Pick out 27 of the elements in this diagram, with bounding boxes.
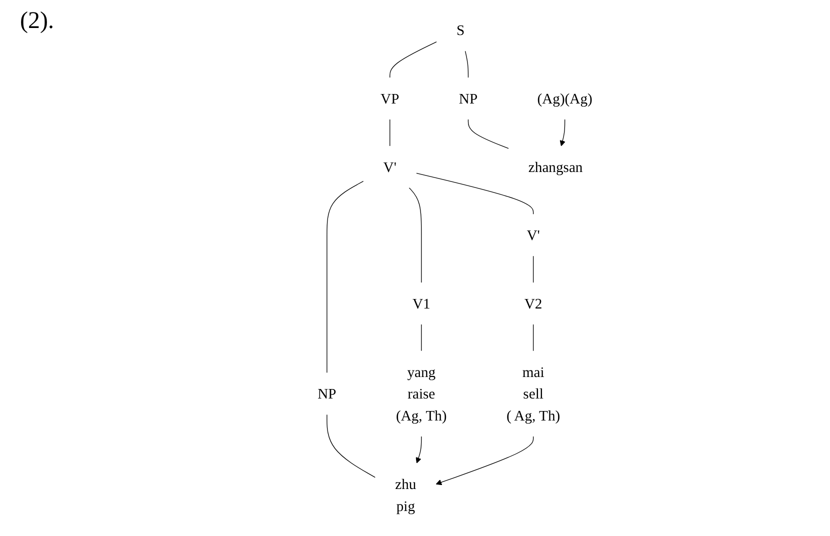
node-text: V2 (524, 295, 542, 312)
node-text: NP (458, 90, 478, 107)
connector (532, 256, 534, 283)
connector (408, 187, 422, 283)
connector (464, 50, 469, 78)
connector (421, 324, 422, 352)
arrow (436, 436, 534, 486)
node-text: zhu pig (395, 476, 416, 514)
node-text: S (456, 22, 465, 38)
node-text: V1 (412, 295, 430, 312)
connector (416, 172, 534, 215)
node-text: VP (380, 90, 400, 107)
connector (390, 41, 437, 78)
connector (326, 414, 376, 478)
node-text: zhangsan (528, 158, 583, 176)
example-number: (2). (20, 8, 54, 35)
node-text: V' (526, 226, 540, 244)
arrow (560, 119, 566, 146)
connector (468, 119, 509, 149)
node-text: V' (383, 158, 396, 176)
node-text: NP (318, 385, 336, 402)
node-text: yang raise (Ag, Th) (396, 364, 447, 424)
connector (532, 324, 534, 352)
node-text: mai sell ( Ag, Th) (506, 364, 560, 424)
node-text: (Ag)(Ag) (537, 90, 592, 107)
connector (326, 180, 364, 374)
arrow (416, 436, 422, 464)
